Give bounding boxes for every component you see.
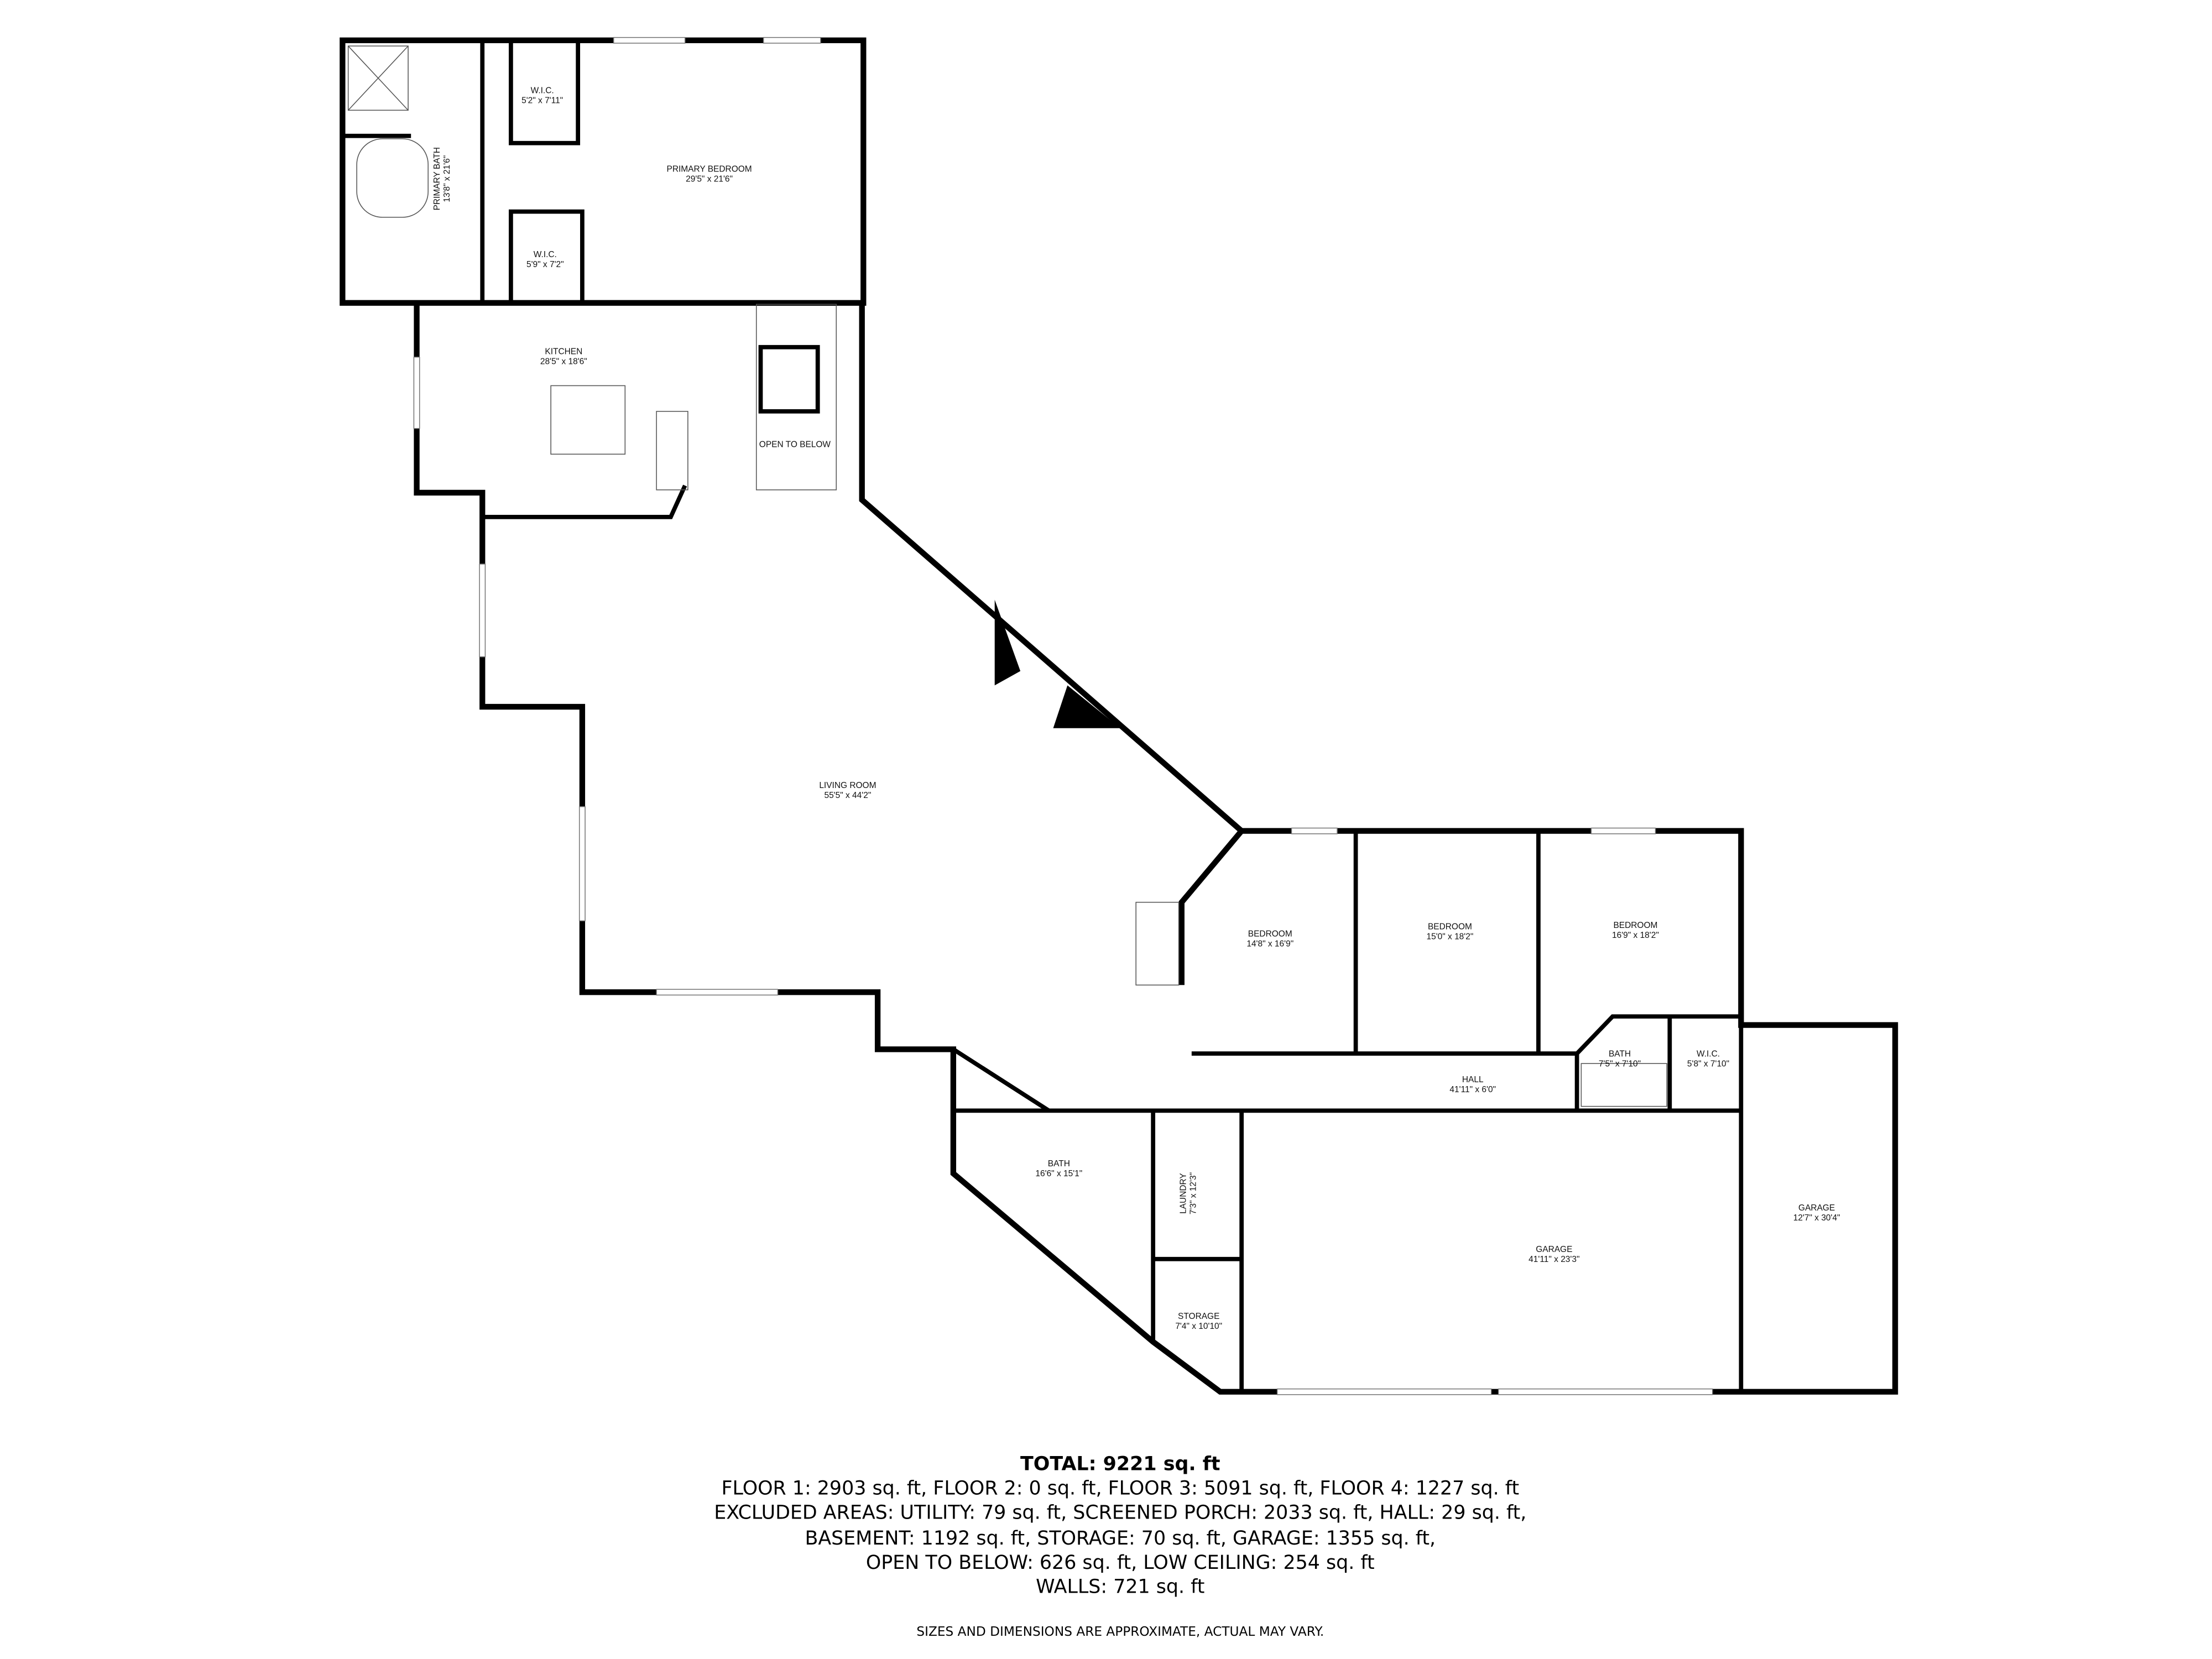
room-label-garage-main: GARAGE 41'11" x 23'3" [1528, 1245, 1579, 1264]
summary-line: BASEMENT: 1192 sq. ft, STORAGE: 70 sq. f… [805, 1527, 1436, 1550]
stairs [1135, 901, 1180, 986]
svg-text:29'5" x 21'6": 29'5" x 21'6" [686, 174, 733, 184]
svg-text:STORAGE: STORAGE [1178, 1312, 1219, 1321]
room-label-hall: HALL 41'11" x 6'0" [1449, 1075, 1496, 1094]
room-label-wic-3: W.I.C. 5'8" x 7'10" [1687, 1049, 1729, 1068]
svg-text:7'3" x 12'3": 7'3" x 12'3" [1189, 1172, 1198, 1214]
svg-text:W.I.C.: W.I.C. [1697, 1049, 1720, 1058]
disclaimer: SIZES AND DIMENSIONS ARE APPROXIMATE, AC… [916, 1624, 1324, 1639]
room-label-storage: STORAGE 7'4" x 10'10" [1175, 1312, 1222, 1331]
room-label-primary-bath: PRIMARY BATH 13'8" x 21'6" [432, 147, 452, 210]
interior-walls [342, 40, 1744, 1392]
total-area: TOTAL: 9221 sq. ft [1020, 1453, 1220, 1475]
fixtures [347, 45, 1667, 1107]
bathtub [356, 138, 429, 218]
svg-text:55'5" x 44'2": 55'5" x 44'2" [824, 791, 871, 800]
room-label-bath-hall: BATH 7'5" x 7'10" [1599, 1049, 1641, 1068]
shower [347, 45, 409, 111]
room-label-wic-1: W.I.C. 5'2" x 7'11" [521, 86, 563, 105]
room-label-laundry: LAUNDRY 7'3" x 12'3" [1179, 1172, 1198, 1214]
svg-text:W.I.C.: W.I.C. [531, 86, 554, 95]
svg-text:5'9" x 7'2": 5'9" x 7'2" [526, 260, 564, 269]
windows [413, 36, 1713, 1395]
room-label-bedroom-2: BEDROOM 15'0" x 18'2" [1427, 922, 1474, 942]
svg-text:5'8" x 7'10": 5'8" x 7'10" [1687, 1059, 1729, 1068]
kitchen-island [550, 385, 626, 455]
svg-text:GARAGE: GARAGE [1798, 1203, 1835, 1213]
area-summary: TOTAL: 9221 sq. ft FLOOR 1: 2903 sq. ft,… [714, 1453, 1526, 1639]
svg-text:BEDROOM: BEDROOM [1248, 930, 1292, 939]
svg-text:15'0" x 18'2": 15'0" x 18'2" [1427, 932, 1474, 942]
room-label-kitchen: KITCHEN 28'5" x 18'6" [540, 347, 587, 367]
room-label-living-room: LIVING ROOM 55'5" x 44'2" [819, 781, 876, 800]
room-label-garage-side: GARAGE 12'7" x 30'4" [1793, 1203, 1840, 1223]
svg-text:LIVING ROOM: LIVING ROOM [819, 781, 876, 790]
svg-text:PRIMARY BATH: PRIMARY BATH [432, 147, 442, 210]
svg-text:13'8" x 21'6": 13'8" x 21'6" [442, 155, 452, 202]
summary-line: OPEN TO BELOW: 626 sq. ft, LOW CEILING: … [866, 1552, 1375, 1574]
room-label-bedroom-3: BEDROOM 16'9" x 18'2" [1612, 921, 1659, 940]
summary-line: EXCLUDED AREAS: UTILITY: 79 sq. ft, SCRE… [714, 1501, 1526, 1524]
svg-text:7'4" x 10'10": 7'4" x 10'10" [1175, 1322, 1222, 1331]
living-diagonal-wall [859, 302, 1244, 833]
room-label-bedroom-1: BEDROOM 14'8" x 16'9" [1246, 930, 1293, 949]
svg-text:BEDROOM: BEDROOM [1428, 922, 1472, 932]
svg-text:12'7" x 30'4": 12'7" x 30'4" [1793, 1213, 1840, 1223]
svg-text:BATH: BATH [1048, 1159, 1070, 1168]
primary-suite-walls [340, 37, 867, 306]
svg-text:5'2" x 7'11": 5'2" x 7'11" [521, 96, 563, 105]
svg-text:41'11" x 6'0": 41'11" x 6'0" [1449, 1085, 1496, 1094]
svg-text:14'8" x 16'9": 14'8" x 16'9" [1246, 940, 1293, 949]
room-label-primary-bedroom: PRIMARY BEDROOM 29'5" x 21'6" [667, 164, 752, 184]
svg-text:BEDROOM: BEDROOM [1613, 921, 1657, 930]
room-label-wic-2: W.I.C. 5'9" x 7'2" [526, 250, 564, 269]
stairs-open-to-below [755, 304, 837, 491]
room-label-bath-main: BATH 16'6" x 15'1" [1035, 1159, 1082, 1178]
svg-text:KITCHEN: KITCHEN [545, 347, 582, 357]
exterior-wall [414, 302, 1898, 1395]
svg-text:LAUNDRY: LAUNDRY [1179, 1173, 1188, 1214]
summary-line: FLOOR 1: 2903 sq. ft, FLOOR 2: 0 sq. ft,… [722, 1478, 1520, 1500]
room-label-open-to-below: OPEN TO BELOW [759, 440, 831, 449]
svg-text:28'5" x 18'6": 28'5" x 18'6" [540, 357, 587, 367]
svg-text:W.I.C.: W.I.C. [534, 250, 557, 259]
svg-text:7'5" x 7'10": 7'5" x 7'10" [1599, 1059, 1641, 1068]
svg-text:16'9" x 18'2": 16'9" x 18'2" [1612, 931, 1659, 940]
svg-text:PRIMARY BEDROOM: PRIMARY BEDROOM [667, 164, 752, 174]
svg-text:BATH: BATH [1609, 1049, 1631, 1058]
summary-line: WALLS: 721 sq. ft [1036, 1576, 1204, 1598]
svg-text:GARAGE: GARAGE [1536, 1245, 1572, 1254]
svg-text:41'11" x 23'3": 41'11" x 23'3" [1528, 1255, 1579, 1264]
svg-text:HALL: HALL [1462, 1075, 1484, 1084]
svg-text:16'6" x 15'1": 16'6" x 15'1" [1035, 1169, 1082, 1178]
